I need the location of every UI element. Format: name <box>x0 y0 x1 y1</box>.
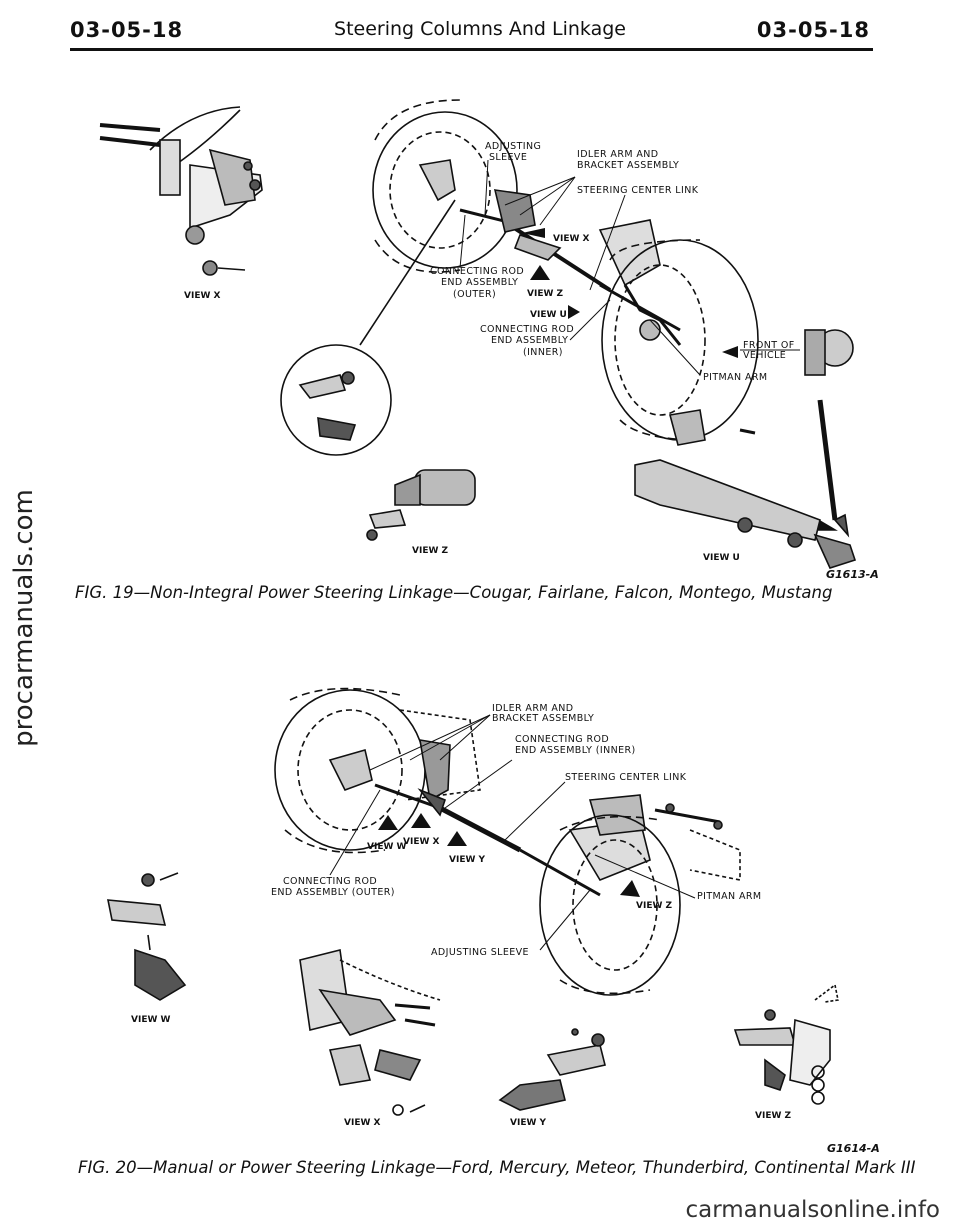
fig19-view-x-arrow-label: VIEW X <box>553 234 590 244</box>
fig19-label-conn-inner-2: END ASSEMBLY <box>491 335 568 346</box>
fig19-arrow-u <box>568 305 580 319</box>
fig19-left-tire <box>372 99 518 273</box>
fig19-view-x-label: VIEW X <box>184 291 221 301</box>
fig19-front-detail <box>804 329 854 531</box>
fig19-label-conn-outer-1: CONNECTING ROD <box>430 266 524 277</box>
fig20-label-conn-inner-2: END ASSEMBLY (INNER) <box>515 745 636 756</box>
fig19-labels: ADJUSTING SLEEVE IDLER ARM AND BRACKET A… <box>184 141 795 563</box>
fig20-view-z-label: VIEW Z <box>755 1111 792 1121</box>
fig19-leaders <box>459 159 800 376</box>
fig20-caption-text: —Manual or Power Steering Linkage—Ford, … <box>136 1158 916 1177</box>
fig20-view-w-label: VIEW W <box>131 1015 171 1025</box>
fig19-arrow-z <box>530 265 550 280</box>
fig19-linkage <box>459 189 682 346</box>
fig20-view-y-arrow-label: VIEW Y <box>449 855 486 865</box>
fig19-caption-text: —Non-Integral Power Steering Linkage—Cou… <box>133 583 833 602</box>
fig20-leaders <box>329 714 696 951</box>
fig19-label-conn-outer-3: (OUTER) <box>453 289 496 300</box>
fig19-view-u-arrow-label: VIEW U <box>530 310 567 320</box>
fig19-label-conn-inner-1: CONNECTING ROD <box>480 324 574 335</box>
fig20-view-w-arrow-label: VIEW W <box>367 842 407 852</box>
fig20-arrow-x <box>411 813 431 828</box>
fig19-label-center-link: STEERING CENTER LINK <box>577 185 699 196</box>
fig19-label-front-1: FRONT OF <box>743 340 795 351</box>
fig19-caption-fig: FIG. 19 <box>75 583 134 602</box>
fig20-code: G1614-A <box>827 1142 880 1155</box>
fig20-view-x-label: VIEW X <box>344 1118 381 1128</box>
fig20-view-arrows <box>378 813 640 897</box>
fig19-label-idler-1: IDLER ARM AND <box>577 149 658 160</box>
fig20-label-conn-outer-1: CONNECTING ROD <box>283 876 377 887</box>
fig20-view-x-arrow-label: VIEW X <box>403 837 440 847</box>
page-number-left: 03-05-18 <box>70 18 184 42</box>
fig20-label-adjusting: ADJUSTING SLEEVE <box>431 947 529 958</box>
fig19-label-adjusting-2: SLEEVE <box>489 152 527 163</box>
fig20-arrow-w <box>378 815 398 830</box>
fig20-view-z-detail <box>733 983 839 1105</box>
fig20-labels: IDLER ARM AND BRACKET ASSEMBLY CONNECTIN… <box>131 703 792 1128</box>
fig19-circle-inset <box>280 199 456 456</box>
page-title: Steering Columns And Linkage <box>334 18 626 40</box>
fig20-label-idler-1: IDLER ARM AND <box>492 703 573 714</box>
fig19-label-front-2: VEHICLE <box>743 350 786 361</box>
fig20-label-conn-inner-1: CONNECTING ROD <box>515 734 609 745</box>
fig20-drawing <box>107 687 839 1116</box>
header-rule <box>70 48 873 51</box>
footer-watermark: carmanualsonline.info <box>685 1197 940 1223</box>
fig19-view-u-label: VIEW U <box>703 553 740 563</box>
fig20-arrow-y <box>447 831 467 846</box>
fig19-label-conn-inner-3: (INNER) <box>523 347 563 358</box>
fig19-label-pitman: PITMAN ARM <box>703 372 767 383</box>
fig20-linkage <box>374 739 723 897</box>
fig20-caption-fig: FIG. 20 <box>78 1158 137 1177</box>
fig20-arrow-z <box>620 880 640 897</box>
fig19-label-conn-outer-2: END ASSEMBLY <box>441 277 518 288</box>
fig19-drawing <box>99 99 857 569</box>
fig19-label-idler-2: BRACKET ASSEMBLY <box>577 160 679 171</box>
fig20-view-z-arrow-label: VIEW Z <box>636 901 673 911</box>
fig20-label-idler-2: BRACKET ASSEMBLY <box>492 713 594 724</box>
fig19-arrow-front <box>722 346 738 358</box>
fig20-view-y-detail <box>498 1028 606 1111</box>
fig20-caption: FIG. 20—Manual or Power Steering Linkage… <box>78 1158 915 1177</box>
fig19-view-arrows <box>522 228 738 358</box>
fig19-view-z-label: VIEW Z <box>412 546 449 556</box>
fig20-view-w-detail <box>107 872 187 1001</box>
fig20-left-tire <box>274 687 481 854</box>
fig19-view-u-detail <box>634 409 857 569</box>
fig20-label-center-link: STEERING CENTER LINK <box>565 772 687 783</box>
fig20-view-y-label: VIEW Y <box>510 1118 547 1128</box>
fig20-label-pitman: PITMAN ARM <box>697 891 761 902</box>
fig19-view-x-detail <box>99 106 263 276</box>
fig19-caption: FIG. 19—Non-Integral Power Steering Link… <box>75 583 832 602</box>
fig20-label-conn-outer-2: END ASSEMBLY (OUTER) <box>271 887 395 898</box>
page-number-right: 03-05-18 <box>756 18 870 42</box>
fig20-right-tire <box>539 814 741 996</box>
fig19-view-z-arrow-label: VIEW Z <box>527 289 564 299</box>
fig20-view-x-detail <box>299 949 441 1116</box>
fig19-code: G1613-A <box>826 568 879 581</box>
fig19-label-adjusting-1: ADJUSTING <box>485 141 541 152</box>
fig19-arrow-x <box>522 228 545 238</box>
fig19-view-z-detail <box>366 469 476 541</box>
